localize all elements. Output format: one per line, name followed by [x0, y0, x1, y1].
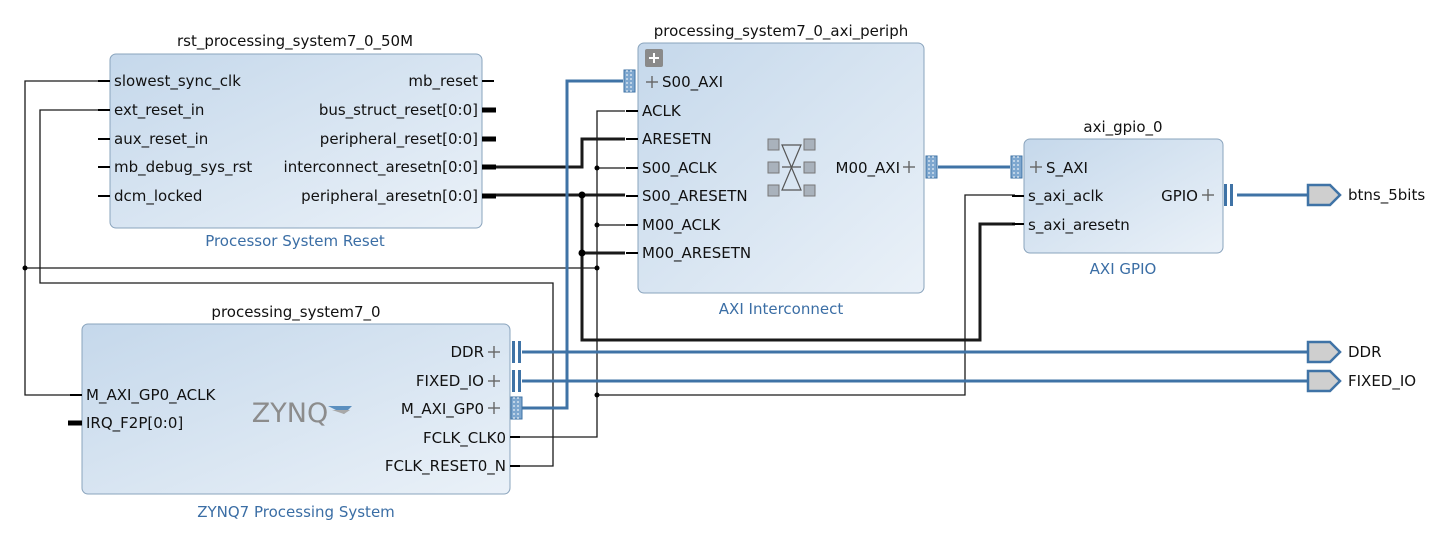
block-type-label: Processor System Reset [205, 232, 385, 250]
block-axi-gpio[interactable]: axi_gpio_0 AXI GPIO S_AXI s_axi_aclk s_a… [1010, 118, 1233, 278]
net-fclk-reset0-n[interactable] [39, 109, 554, 467]
port-m-axi-gp0-aclk[interactable]: M_AXI_GP0_ACLK [86, 386, 216, 405]
block-type-label: AXI GPIO [1090, 260, 1157, 278]
port-aresetn[interactable]: ARESETN [642, 130, 712, 148]
external-port-label: FIXED_IO [1348, 372, 1416, 391]
bus-port-icon[interactable] [1010, 155, 1023, 179]
port-mb-debug-sys-rst[interactable]: mb_debug_sys_rst [114, 158, 252, 177]
plus-icon [903, 161, 915, 173]
net-interconnect-aresetn[interactable] [496, 137, 625, 169]
port-s00-aresetn[interactable]: S00_ARESETN [642, 187, 748, 206]
external-port-fixed-io[interactable]: FIXED_IO [1306, 369, 1416, 393]
block-body[interactable] [81, 323, 511, 495]
bus-port-icon[interactable] [510, 341, 523, 420]
port-s-axi-aresetn[interactable]: s_axi_aresetn [1028, 216, 1130, 235]
port-m00-aclk[interactable]: M00_ACLK [642, 216, 721, 235]
external-port-icon [1306, 183, 1342, 207]
port-peripheral-aresetn[interactable]: peripheral_aresetn[0:0] [301, 187, 478, 206]
port-gpio[interactable]: GPIO [1161, 187, 1198, 205]
plus-icon [646, 76, 658, 88]
plus-icon [1202, 189, 1214, 201]
block-instance-name: processing_system7_0 [211, 303, 380, 322]
block-instance-name: processing_system7_0_axi_periph [654, 22, 909, 41]
port-dcm-locked[interactable]: dcm_locked [114, 187, 202, 206]
plus-icon [488, 346, 500, 414]
port-slowest-sync-clk[interactable]: slowest_sync_clk [114, 72, 241, 91]
port-fclk-reset0-n[interactable]: FCLK_RESET0_N [385, 457, 506, 476]
external-port-icon [1306, 340, 1342, 364]
port-m00-aresetn[interactable]: M00_ARESETN [642, 244, 751, 263]
svg-text:ZYNQ: ZYNQ [252, 398, 328, 429]
external-port-ddr[interactable]: DDR [1306, 340, 1382, 364]
block-type-label: AXI Interconnect [719, 300, 844, 318]
nets [22, 79, 1308, 467]
external-port-btns-5bits[interactable]: btns_5bits [1306, 183, 1425, 207]
port-m-axi-gp0[interactable]: M_AXI_GP0 [401, 400, 484, 419]
port-mb-reset[interactable]: mb_reset [408, 72, 478, 91]
port-peripheral-reset[interactable]: peripheral_reset[0:0] [320, 130, 478, 149]
bus-port-icon[interactable] [1224, 184, 1233, 206]
port-fixed-io[interactable]: FIXED_IO [416, 372, 484, 391]
crossbar-icon [767, 138, 816, 197]
port-m00-axi[interactable]: M00_AXI [836, 159, 901, 178]
block-zynq-processing-system[interactable]: processing_system7_0 ZYNQ7 Processing Sy… [68, 303, 523, 521]
block-instance-name: rst_processing_system7_0_50M [177, 32, 413, 51]
port-s-axi[interactable]: S_AXI [1046, 159, 1088, 178]
port-ddr[interactable]: DDR [450, 343, 484, 361]
zynq-logo: ZYNQ [252, 398, 352, 429]
bus-port-icon[interactable] [623, 69, 636, 93]
block-rst-processing-system7[interactable]: rst_processing_system7_0_50M Processor S… [98, 32, 496, 250]
port-s00-aclk[interactable]: S00_ACLK [642, 159, 718, 178]
port-aux-reset-in[interactable]: aux_reset_in [114, 130, 208, 149]
expand-icon[interactable] [645, 49, 663, 67]
external-port-label: DDR [1348, 343, 1382, 361]
external-port-icon [1306, 369, 1342, 393]
block-axi-interconnect[interactable]: processing_system7_0_axi_periph AXI Inte… [623, 22, 938, 318]
plus-icon [1030, 161, 1042, 173]
port-bus-struct-reset[interactable]: bus_struct_reset[0:0] [319, 101, 478, 120]
port-fclk-clk0[interactable]: FCLK_CLK0 [423, 429, 506, 448]
port-s00-axi[interactable]: S00_AXI [662, 73, 723, 92]
port-aclk[interactable]: ACLK [642, 102, 682, 120]
block-instance-name: axi_gpio_0 [1083, 118, 1162, 137]
port-irq-f2p[interactable]: IRQ_F2P[0:0] [86, 414, 183, 433]
port-ext-reset-in[interactable]: ext_reset_in [114, 101, 204, 120]
block-type-label: ZYNQ7 Processing System [197, 503, 395, 521]
port-s-axi-aclk[interactable]: s_axi_aclk [1028, 187, 1104, 206]
port-interconnect-aresetn[interactable]: interconnect_aresetn[0:0] [284, 158, 478, 177]
bus-m-axi-gp0[interactable] [522, 79, 623, 410]
external-port-label: btns_5bits [1348, 186, 1425, 205]
bus-port-icon[interactable] [925, 155, 938, 179]
